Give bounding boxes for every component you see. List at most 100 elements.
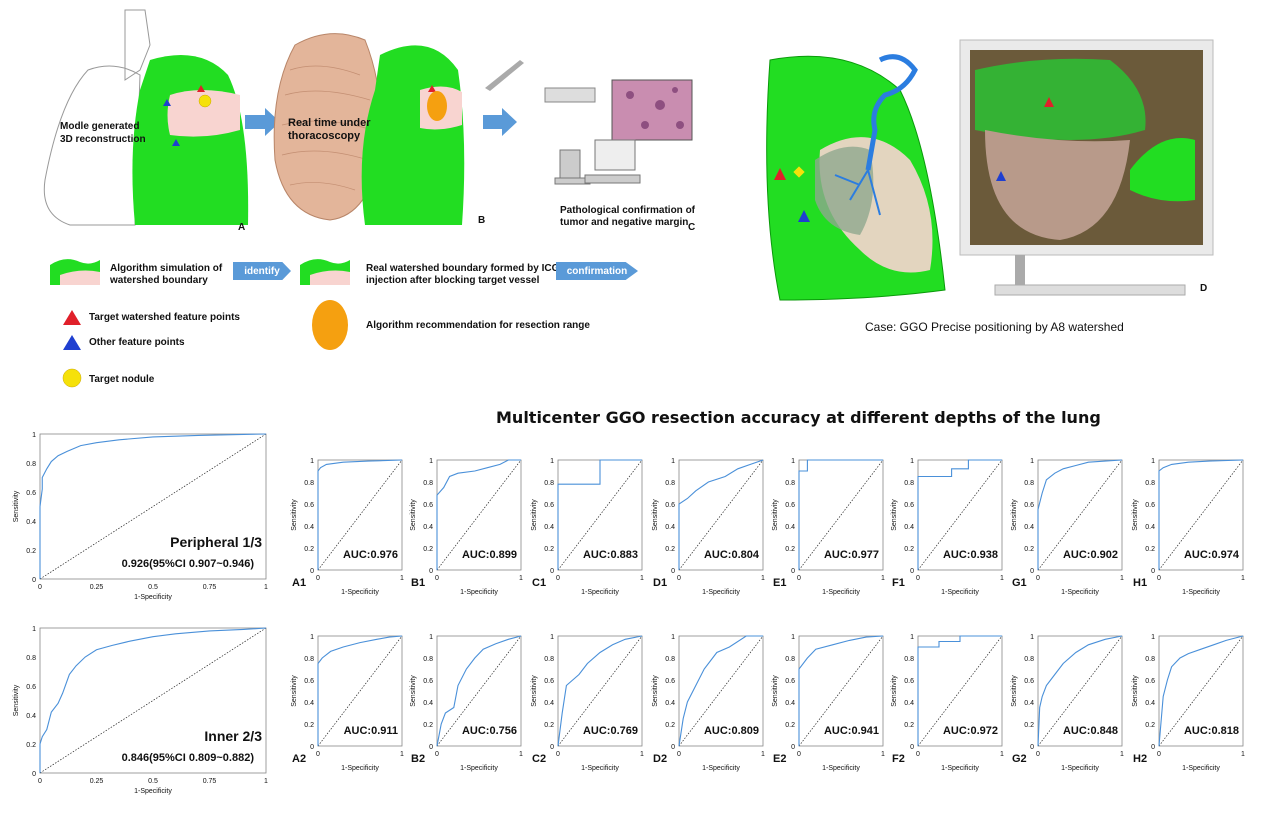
y-tick-label: 0.2	[544, 546, 554, 553]
x-axis-label: 1-Specificity	[941, 765, 979, 772]
panel-tag: B2	[411, 753, 425, 765]
panel-letter-c: C	[688, 222, 696, 233]
legend-algo-line2: watershed boundary	[110, 275, 208, 286]
y-tick-label: 1	[791, 634, 795, 641]
legend-red-text: Target watershed feature points	[89, 312, 240, 323]
y-tick-label: 1	[1030, 634, 1034, 641]
auc-label: AUC:0.911	[344, 725, 398, 737]
roc-curve	[39, 433, 267, 579]
x-tick-label: 1	[640, 751, 644, 758]
x-tick-label: 1	[1120, 575, 1124, 582]
y-tick-label: 0.4	[26, 713, 36, 720]
group-summary: 0.846(95%CI 0.809~0.882)	[122, 752, 255, 764]
panel-tag: F2	[892, 753, 905, 765]
x-axis-label: 1-Specificity	[134, 788, 172, 795]
auc-label: AUC:0.972	[943, 725, 998, 737]
y-tick-label: 0	[1151, 744, 1155, 751]
panel-b-caption-line1: Real time under	[288, 117, 371, 129]
reference-diagonal	[1158, 459, 1244, 571]
y-tick-label: 0.8	[1145, 480, 1155, 487]
panel-tag: C2	[532, 753, 546, 765]
auc-label: AUC:0.848	[1063, 725, 1118, 737]
y-tick-label: 0.8	[304, 656, 314, 663]
x-tick-label: 1	[264, 778, 268, 785]
x-tick-label: 0	[677, 751, 681, 758]
histology-image	[611, 79, 693, 141]
y-tick-label: 0.2	[304, 722, 314, 729]
panel-tag: G2	[1012, 753, 1027, 765]
panel-a-caption-line2: 3D reconstruction	[60, 134, 146, 145]
y-tick-label: 0.2	[26, 742, 36, 749]
y-tick-label: 0.4	[665, 700, 675, 707]
group-label: Peripheral 1/3	[170, 534, 262, 550]
roc-curve	[678, 459, 764, 570]
reference-diagonal	[1037, 459, 1123, 571]
plot-frame	[678, 635, 764, 747]
red-triangle-icon	[774, 168, 786, 180]
y-tick-label: 0.6	[1145, 678, 1155, 685]
y-tick-label: 0.2	[1145, 546, 1155, 553]
y-tick-label: 0.2	[423, 722, 433, 729]
group-summary: 0.926(95%CI 0.907~0.946)	[122, 558, 255, 570]
roc-chart-Peripheral 1/3: 00.20.40.60.8100.250.50.7511-Specificity…	[13, 432, 268, 601]
red-triangle-icon	[428, 85, 436, 92]
y-tick-label: 1	[550, 634, 554, 641]
legend-algo-line1: Algorithm simulation of	[110, 263, 223, 274]
y-axis-label: Sensitivity	[531, 499, 538, 531]
x-tick-label: 0	[916, 751, 920, 758]
x-axis-label: 1-Specificity	[702, 589, 740, 596]
y-tick-label: 0.6	[423, 678, 433, 685]
panel-c-caption-line2: tumor and negative margin	[560, 217, 689, 228]
y-tick-label: 0.4	[26, 519, 36, 526]
x-axis-label: 1-Specificity	[702, 765, 740, 772]
panel-d-vessel-branches	[834, 169, 881, 216]
x-tick-label: 0	[556, 575, 560, 582]
y-tick-label: 0.2	[304, 546, 314, 553]
y-tick-label: 0.4	[1024, 700, 1034, 707]
x-tick-label: 1	[264, 584, 268, 591]
auc-label: AUC:0.974	[1184, 549, 1240, 561]
y-tick-label: 0	[1151, 568, 1155, 575]
yellow-nodule-icon	[198, 94, 212, 108]
y-tick-label: 0	[1030, 568, 1034, 575]
x-tick-label: 0	[916, 575, 920, 582]
y-tick-label: 0.8	[1024, 480, 1034, 487]
y-tick-label: 0.6	[423, 502, 433, 509]
y-tick-label: 0	[310, 568, 314, 575]
panel-a-pink-region	[167, 90, 240, 137]
y-tick-label: 0.6	[304, 678, 314, 685]
monitor-base	[994, 284, 1186, 296]
y-tick-label: 0.4	[1145, 524, 1155, 531]
slides-icon	[544, 87, 596, 103]
y-tick-label: 0.2	[785, 722, 795, 729]
x-tick-label: 1	[400, 751, 404, 758]
y-tick-label: 1	[310, 458, 314, 465]
panel-d-gray-region	[815, 146, 874, 235]
panel-tag: D1	[653, 577, 667, 589]
legend-real-line2: injection after blocking target vessel	[366, 275, 540, 286]
keyboard-icon	[584, 174, 641, 184]
orange-resection-icon	[427, 91, 447, 121]
roc-curve	[557, 459, 642, 570]
panel-tag: B1	[411, 577, 425, 589]
y-tick-label: 0	[671, 744, 675, 751]
y-tick-label: 0.6	[904, 678, 914, 685]
y-tick-label: 0.6	[544, 678, 554, 685]
y-axis-label: Sensitivity	[891, 675, 898, 707]
panel-b-real-lung	[273, 33, 382, 221]
y-axis-label: Sensitivity	[1011, 675, 1018, 707]
y-tick-label: 0.8	[544, 656, 554, 663]
y-tick-label: 0.4	[665, 524, 675, 531]
auc-label: AUC:0.769	[583, 725, 638, 737]
y-tick-label: 0.4	[1024, 524, 1034, 531]
microscope-icon	[554, 149, 591, 185]
y-tick-label: 0.8	[26, 461, 36, 468]
y-tick-label: 0.2	[665, 546, 675, 553]
y-axis-label: Sensitivity	[1132, 499, 1139, 531]
monitor-pink-tissue	[985, 130, 1130, 240]
roc-curve	[678, 635, 763, 747]
x-tick-label: 0.5	[148, 584, 158, 591]
y-tick-label: 0.8	[785, 480, 795, 487]
